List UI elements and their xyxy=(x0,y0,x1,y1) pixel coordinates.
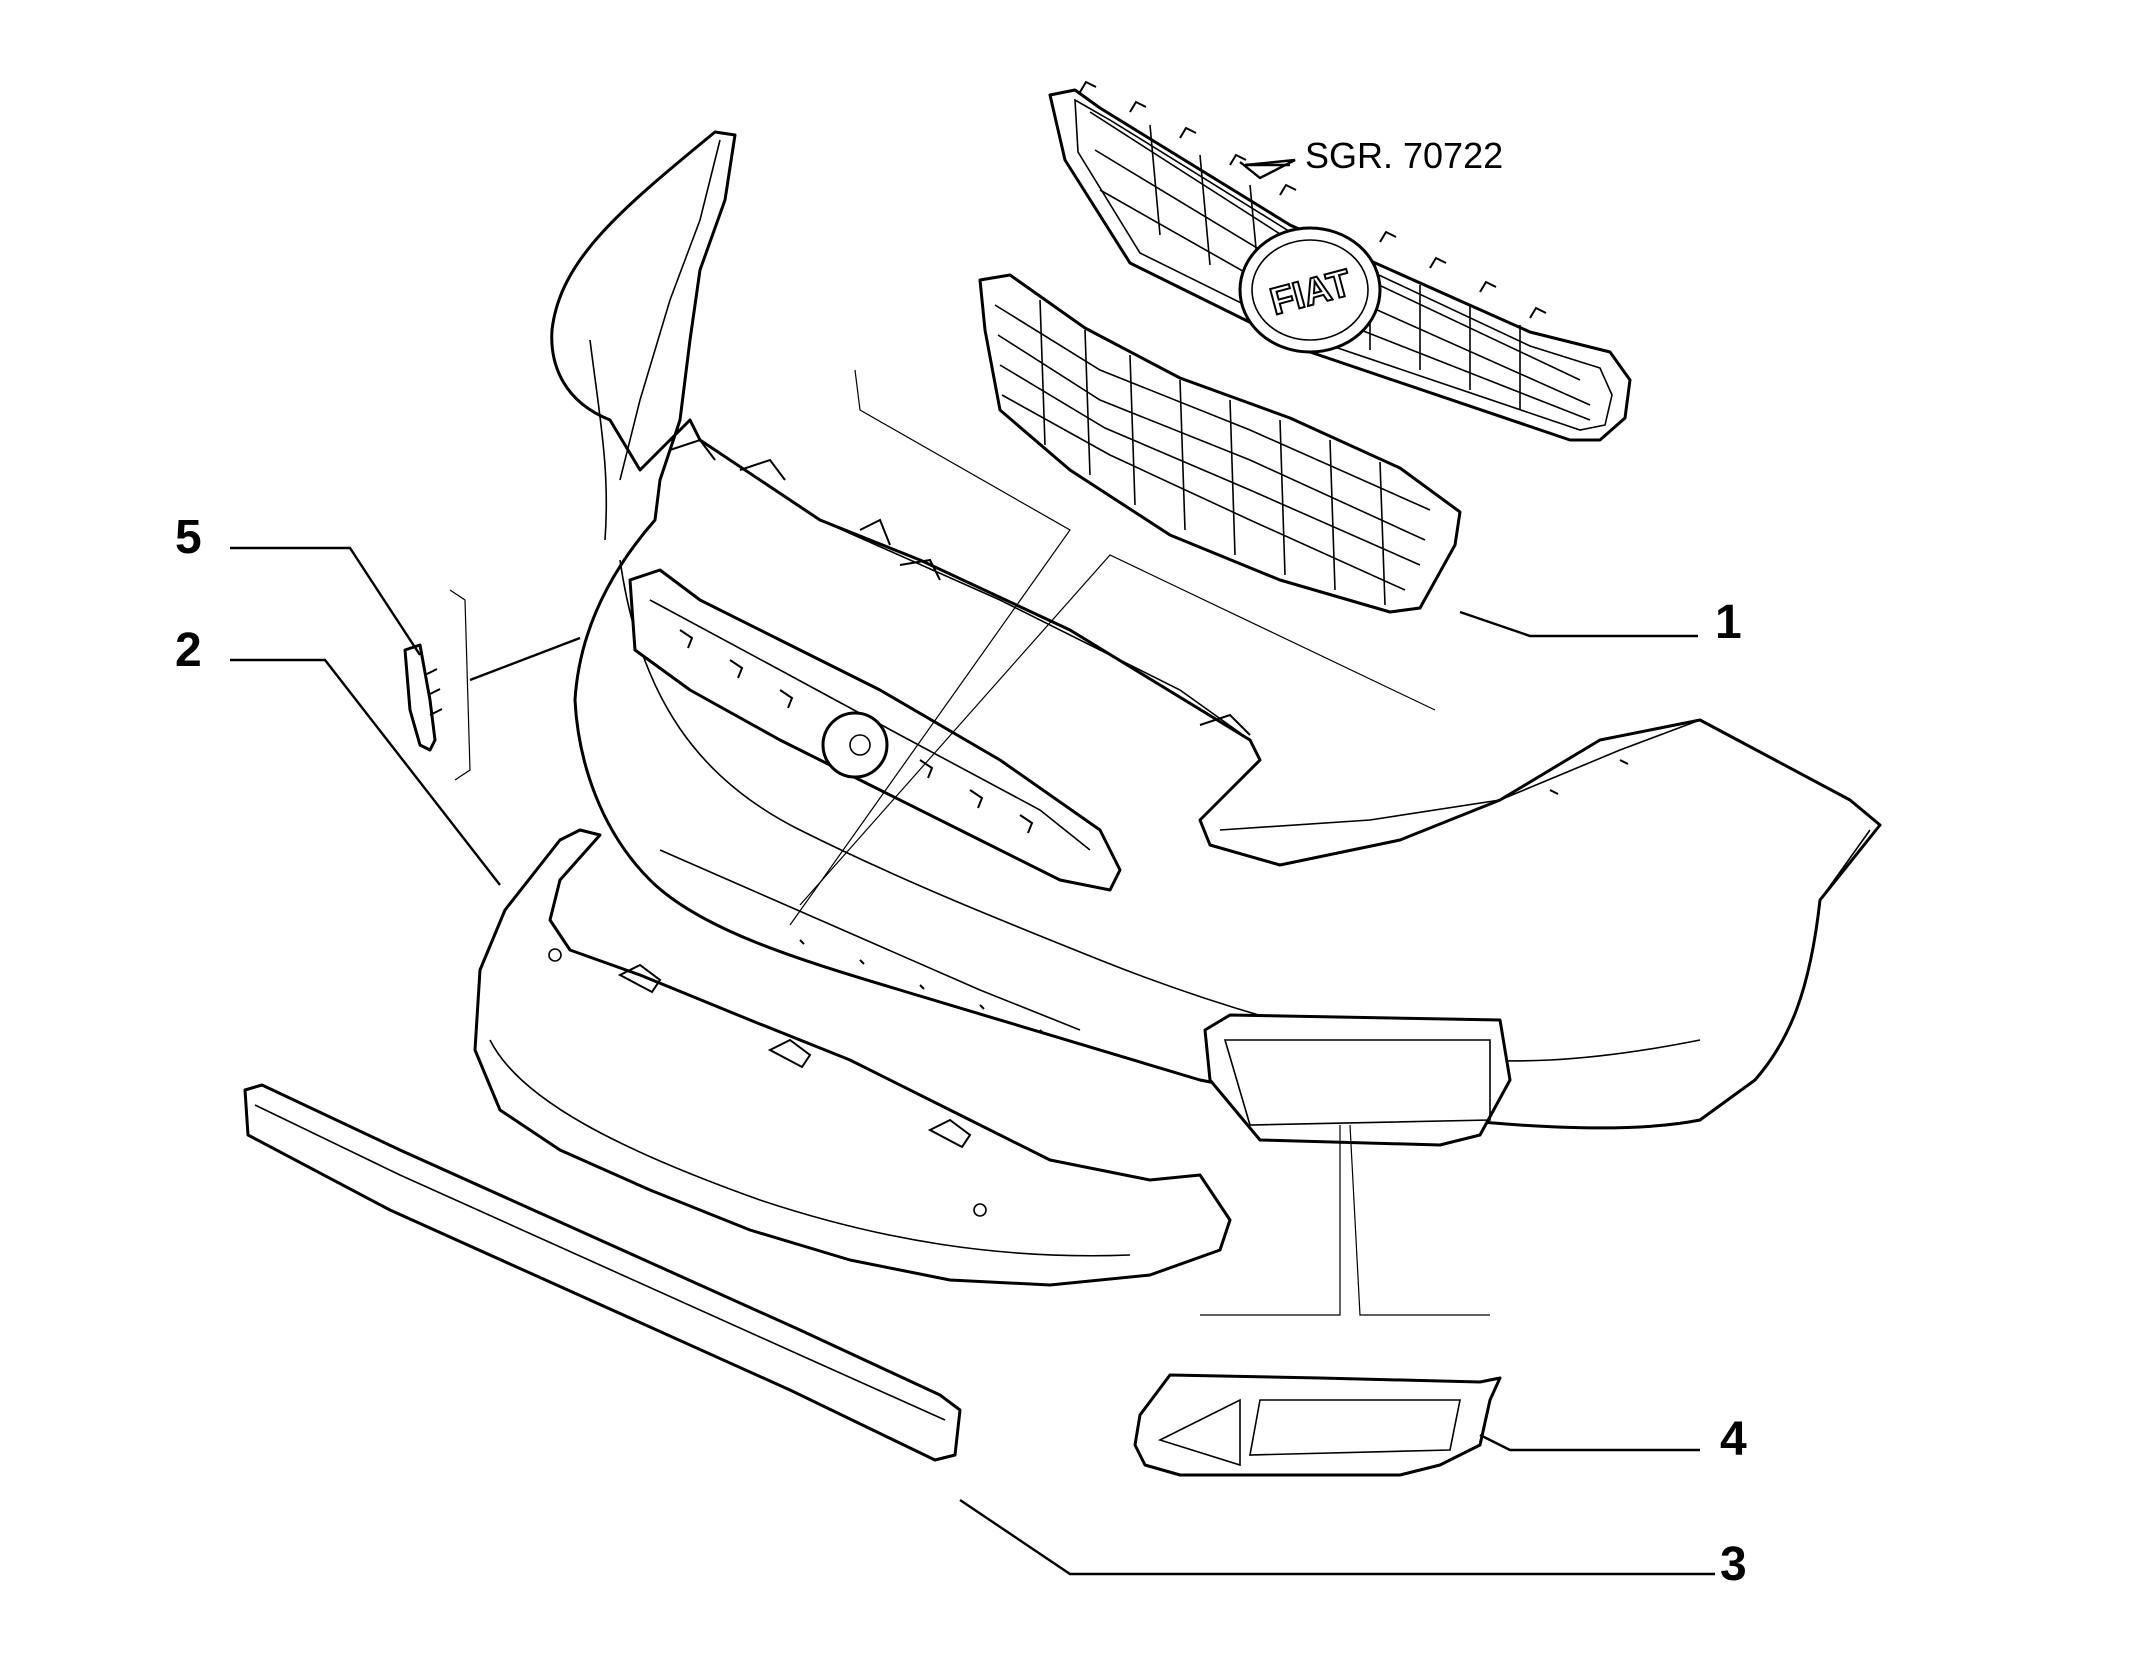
callout-3: 3 xyxy=(1720,1538,1747,1591)
reference-label: SGR. 70722 xyxy=(1305,135,1503,176)
callout-4: 4 xyxy=(1720,1413,1747,1466)
lower-trim-strip xyxy=(243,1083,962,1462)
callout-5: 5 xyxy=(175,511,202,564)
front-bumper-shell xyxy=(550,130,1882,1147)
callout-1: 1 xyxy=(1715,596,1742,649)
lower-mesh-grille xyxy=(978,273,1462,614)
lower-spoiler xyxy=(473,828,1232,1287)
callout-2: 2 xyxy=(175,624,202,677)
upper-grille: FIAT xyxy=(1048,80,1632,442)
side-clip xyxy=(403,643,443,752)
leader-lines xyxy=(230,158,1715,1576)
callout-labels: SGR. 70722 1 2 3 4 5 xyxy=(175,135,1747,1591)
fog-lamp-bezel xyxy=(1133,1373,1502,1477)
